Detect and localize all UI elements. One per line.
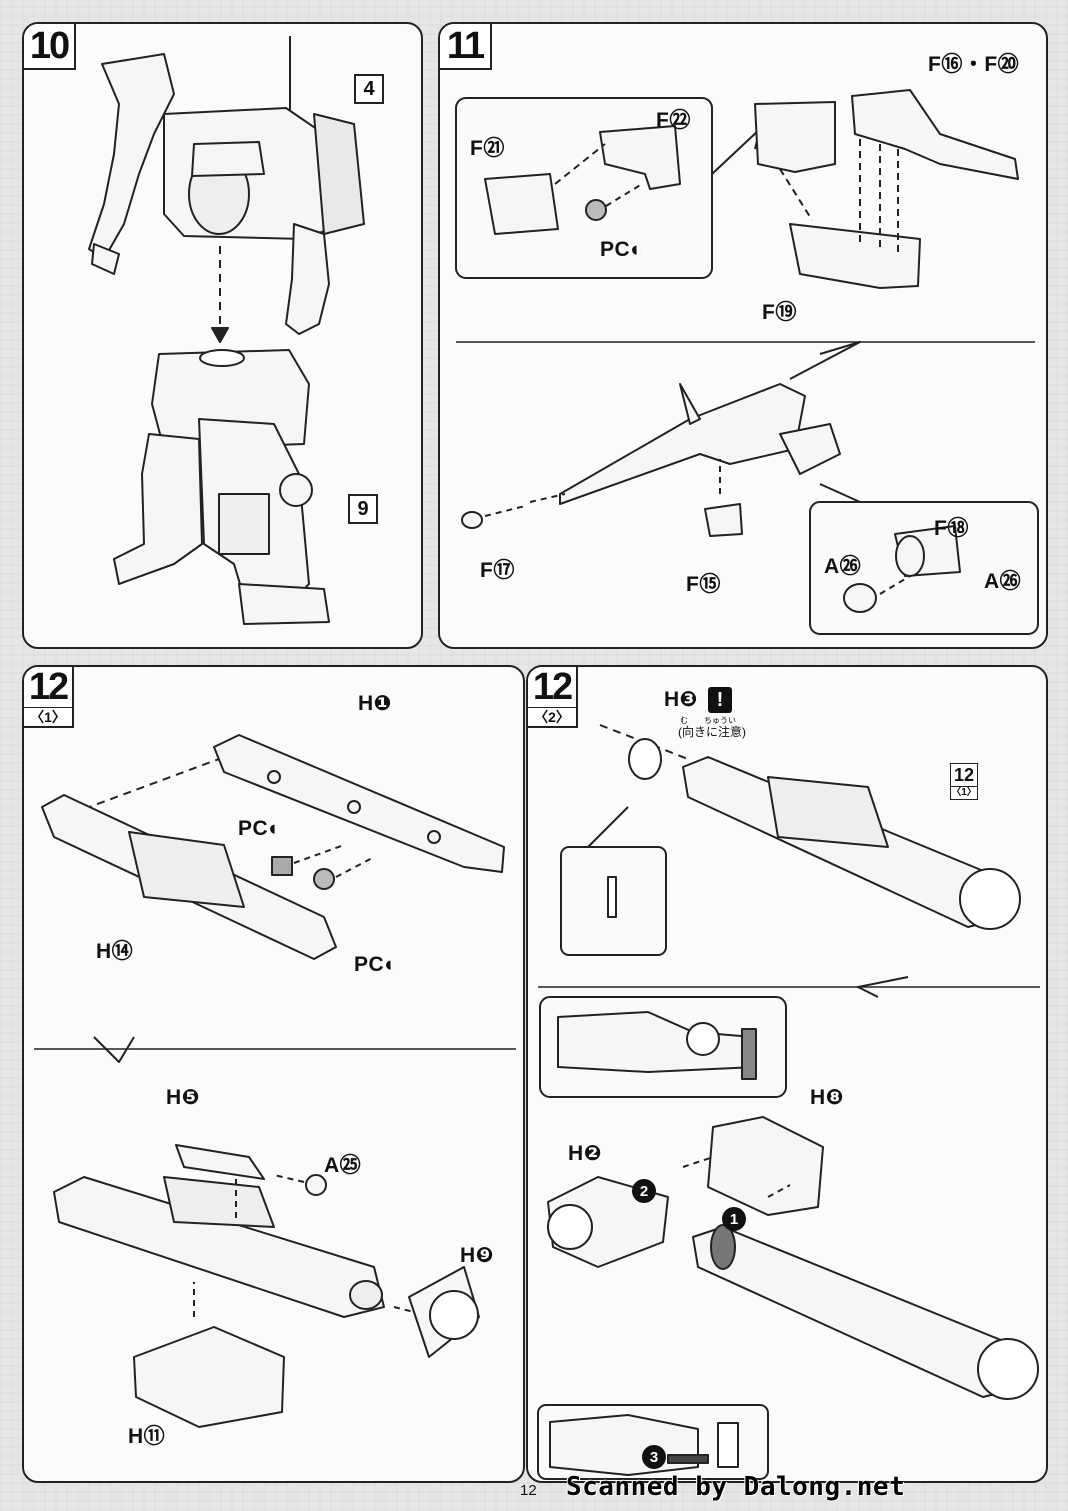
part-label-f16-f20: F⑯・F⑳ <box>928 53 1020 76</box>
part-label-h2: H❷ <box>568 1142 602 1165</box>
step-12-1-panel: 12 〈1〉 H❶ PC◐ PC◐ H⑭ H❺ A㉕ H❾ H⑪ <box>22 665 525 1483</box>
step-number: 12 <box>532 666 573 708</box>
reference-number: 12 <box>953 765 975 785</box>
page-number: 12 <box>520 1482 537 1499</box>
step-number: 10 <box>24 24 76 70</box>
part-label-f19: F⑲ <box>762 301 797 324</box>
step-number-box: 12 〈1〉 <box>24 667 74 728</box>
part-label-pcd: PC◐ <box>354 953 398 976</box>
reference-step-9: 9 <box>348 494 378 524</box>
step-10-panel: 10 4 9 <box>22 22 423 649</box>
step-sub-number: 〈1〉 <box>24 707 72 726</box>
scan-credit: Scanned by Dalong.net <box>566 1472 906 1502</box>
warning-icon: ! <box>708 687 732 713</box>
part-label-a26-right: A㉖ <box>984 570 1022 593</box>
step-number: 12 <box>28 666 69 708</box>
step-10-illustration <box>88 36 365 625</box>
step-number-box: 12 〈2〉 <box>528 667 578 728</box>
caution-text: (向きに注意) <box>678 725 746 739</box>
reference-step-12-1: 12 〈1〉 <box>950 763 978 800</box>
reference-sub: 〈1〉 <box>951 786 977 798</box>
part-label-h3: H❸ <box>664 688 698 711</box>
step-12-2-illustration <box>537 724 1040 1480</box>
part-label-f15: F⑮ <box>686 573 721 596</box>
part-label-h11: H⑪ <box>128 1425 166 1448</box>
part-label-f21: F㉑ <box>470 137 505 160</box>
part-label-h8: H❽ <box>810 1086 844 1109</box>
part-label-h1: H❶ <box>358 692 392 715</box>
part-label-pcf: PC◐ <box>238 817 282 840</box>
caution-furigana: む ちゅうい <box>680 716 736 725</box>
step-12-2-panel: 12 〈2〉 H❸ ! む ちゅうい (向きに注意) 12 〈1〉 H❷ H❽ … <box>526 665 1048 1483</box>
step-12-1-illustration <box>34 734 516 1428</box>
part-label-h14: H⑭ <box>96 940 134 963</box>
step-number: 11 <box>440 24 492 70</box>
step-11-panel: 11 F㉑ F㉒ PC◐ F⑯・F⑳ F⑲ F⑰ F⑮ F⑱ A㉖ A㉖ <box>438 22 1048 649</box>
part-label-a25: A㉕ <box>324 1154 362 1177</box>
part-label-pcd: PC◐ <box>600 238 644 261</box>
order-marker-3: 3 <box>642 1445 666 1469</box>
part-label-a26-left: A㉖ <box>824 555 862 578</box>
order-marker-1: 1 <box>722 1207 746 1231</box>
part-label-f17: F⑰ <box>480 559 515 582</box>
step-sub-number: 〈2〉 <box>528 707 576 726</box>
reference-step-4: 4 <box>354 74 384 104</box>
part-label-h5: H❺ <box>166 1086 200 1109</box>
part-label-f18: F⑱ <box>934 517 969 540</box>
part-label-h9: H❾ <box>460 1244 494 1267</box>
step-11-illustration <box>455 89 1039 635</box>
part-label-f22: F㉒ <box>656 109 691 132</box>
order-marker-2: 2 <box>632 1179 656 1203</box>
